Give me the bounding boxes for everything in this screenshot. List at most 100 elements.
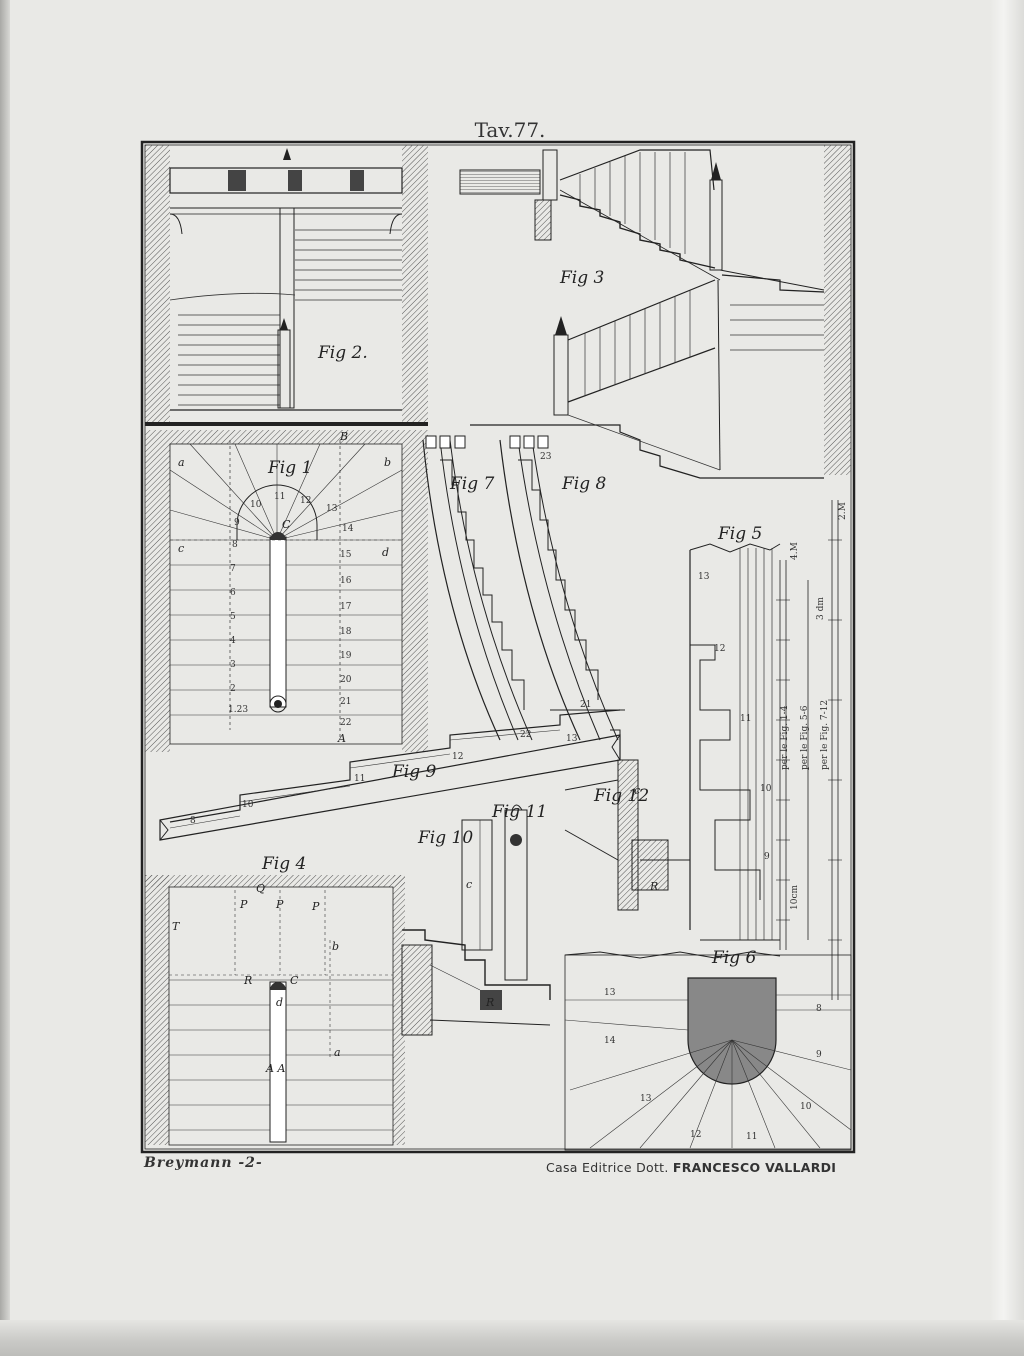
fig-10-label: Fig 10: [418, 828, 474, 848]
fig1-step-number: 20: [340, 675, 352, 685]
fig1-step-number: 11: [274, 492, 286, 502]
fig1-step-number: 17: [340, 602, 352, 612]
fig9-number: 12: [452, 752, 464, 762]
fig4-letter-AA: A A: [266, 1062, 286, 1075]
author-caption: Breymann -2-: [144, 1155, 263, 1171]
fig1-letter-B: B: [340, 430, 349, 443]
fig-9-label: Fig 9: [392, 762, 437, 782]
fig5-number: 13: [698, 572, 710, 582]
fig1-step-number: 15: [340, 550, 352, 560]
fig1-step-number: 14: [342, 524, 354, 534]
figure-12-drawing: [564, 759, 690, 911]
fig5-number: 9: [764, 852, 770, 862]
scale-unit-m: 4.M: [790, 542, 800, 560]
scale-unit-2m: 2.M: [838, 502, 848, 520]
fig1-step-number: 2: [230, 684, 236, 694]
fig6-number: 13: [604, 988, 616, 998]
fig-4-label: Fig 4: [262, 854, 307, 874]
plate-title: Tav.77.: [474, 118, 546, 142]
fig-3-label: Fig 3: [560, 268, 605, 288]
fig1-step-number: 16: [340, 576, 352, 586]
fig1-step-number: 18: [340, 627, 352, 637]
figure-6-drawing: [564, 951, 852, 1151]
fig6-number: 12: [690, 1130, 702, 1140]
fig-11-label: Fig 11: [492, 802, 548, 822]
fig5-number: 10: [760, 784, 772, 794]
fig4-letter-a: a: [334, 1046, 341, 1059]
fig6-number: 11: [746, 1132, 758, 1142]
figure-4-drawing: [145, 875, 405, 1146]
page-edge-right: [990, 0, 1024, 1356]
fig9-number: 13: [566, 734, 578, 744]
fig4-letter-P: P: [312, 900, 320, 913]
fig12-letter-R: R: [650, 880, 659, 893]
fig1-step-number: 6: [230, 588, 236, 598]
fig10-letter-c: c: [466, 878, 473, 891]
fig1-letter-b: b: [384, 456, 392, 469]
fig1-step-number: 12: [300, 496, 312, 506]
fig1-letter-a: a: [178, 456, 185, 469]
scale-label-1: per le Fig. 1-4: [780, 705, 790, 770]
publisher-name: FRANCESCO VALLARDI: [672, 1160, 837, 1175]
fig1-step-number: 3: [230, 660, 236, 670]
fig4-letter-T: T: [172, 920, 180, 933]
fig12-letter-c: c: [634, 784, 641, 797]
fig9-number: 10: [242, 800, 254, 810]
fig-1-label: Fig 1: [268, 458, 313, 478]
fig4-letter-Q: Q: [256, 882, 266, 895]
fig1-step-number: 19: [340, 651, 352, 661]
fig-5-label: Fig 5: [718, 524, 763, 544]
fig8-number: 23: [540, 452, 552, 462]
fig4-letter-C: C: [290, 974, 299, 987]
publisher-caption: Casa Editrice Dott. FRANCESCO VALLARDI: [546, 1160, 836, 1175]
fig6-number: 14: [604, 1036, 616, 1046]
fig-8-label: Fig 8: [562, 474, 607, 494]
fig9-number: 11: [354, 774, 366, 784]
fig6-number: 8: [816, 1004, 822, 1014]
fig1-step-number: 8: [232, 540, 238, 550]
fig-12-label: Fig 12: [594, 786, 650, 806]
fig4-letter-P: P: [276, 898, 284, 911]
page-edge-bottom: [0, 1320, 1024, 1356]
fig1-step-number: 7: [230, 564, 236, 574]
fig9-number: 8: [190, 816, 196, 826]
fig4-letter-d: d: [276, 996, 284, 1009]
fig-7-label: Fig 7: [450, 474, 495, 494]
fig6-number: 9: [816, 1050, 822, 1060]
fig6-number: 13: [640, 1094, 652, 1104]
fig1-step-number: 22: [340, 718, 352, 728]
fig1-letter-d: d: [382, 546, 390, 559]
figure-2-drawing: [145, 145, 428, 426]
figure-3-drawing: [459, 145, 851, 479]
scale-label-3: per le Fig. 7-12: [820, 699, 830, 770]
fig1-step-number: 13: [326, 504, 338, 514]
fig1-step-number: 21: [340, 697, 352, 707]
figure-5-drawing: [689, 543, 781, 941]
fig4-letter-R: R: [244, 974, 253, 987]
fig1-letter-c: c: [178, 542, 185, 555]
fig-2-label: Fig 2.: [318, 343, 368, 363]
scale-bars: [776, 500, 842, 1000]
fig1-step-number: 10: [250, 500, 262, 510]
fig7-number: 22: [520, 730, 532, 740]
fig1-step-number: 1.23: [228, 705, 249, 715]
fig5-number: 11: [740, 714, 752, 724]
fig1-step-number: 5: [230, 612, 236, 622]
fig1-step-number: 4: [230, 636, 236, 646]
fig4-letter-b: b: [332, 940, 340, 953]
page-edge-left: [0, 0, 10, 1356]
fig4-letter-P: P: [240, 898, 248, 911]
fig1-step-number: 9: [234, 518, 240, 528]
fig-6-label: Fig 6: [712, 948, 757, 968]
scale-label-2: per le Fig. 5-6: [800, 705, 810, 770]
plate-drawing: [140, 140, 856, 1154]
fig5-number: 12: [714, 644, 726, 654]
fig10-letter-R: R: [486, 996, 495, 1009]
fig6-number: 10: [800, 1102, 812, 1112]
fig1-letter-C: C: [282, 518, 291, 531]
figure-10-11-drawing: [401, 804, 551, 1036]
fig1-letter-A: A: [338, 732, 346, 745]
figure-7-8-drawing: [422, 435, 619, 741]
fig8-number: 21: [580, 700, 592, 710]
figure-1-drawing: [145, 430, 428, 752]
